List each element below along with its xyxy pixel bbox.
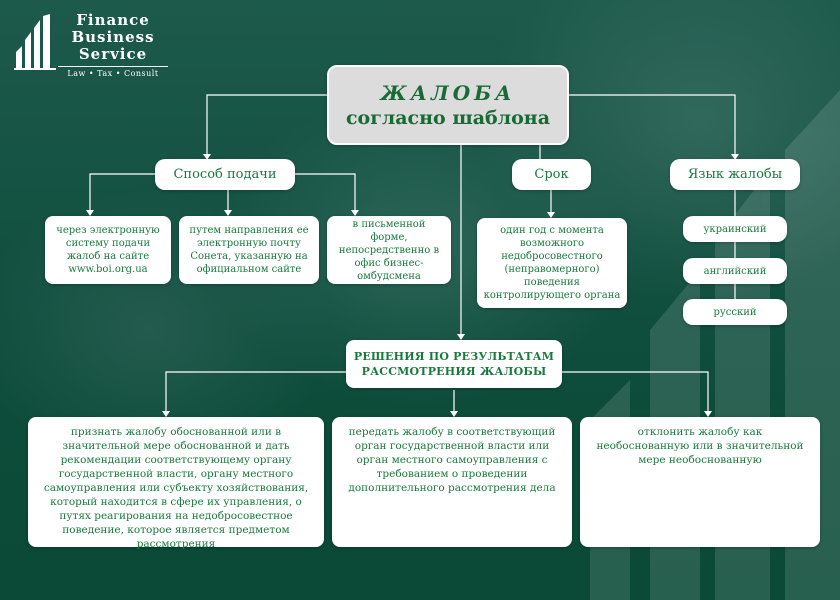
result-item-text: отклонить жалобу как необоснованную или … <box>596 426 804 466</box>
method-item-text: путем направления ее электронную почту С… <box>189 225 309 275</box>
term-text: один год с момента возможного недобросов… <box>483 225 621 301</box>
result-item-text: признать жалобу обоснованной или в значи… <box>43 426 309 550</box>
logo-line-1: Finance <box>76 11 150 29</box>
decisions-title-box: РЕШЕНИЯ ПО РЕЗУЛЬТАТАМ РАССМОТРЕНИЯ ЖАЛО… <box>346 340 562 388</box>
logo-line-2: Business <box>71 28 155 46</box>
decisions-title-line-2: РАССМОТРЕНИЯ ЖАЛОБЫ <box>361 365 547 378</box>
logo-line-3: Service <box>78 45 148 63</box>
logo-building-icon <box>14 14 56 70</box>
method-item: в письменной форме, непосредственно в оф… <box>327 216 451 284</box>
language-item-label: русский <box>713 306 757 318</box>
category-term-label: Срок <box>534 167 569 182</box>
method-item: через электронную систему подачи жалоб н… <box>45 216 171 284</box>
title-box: ЖАЛОБА согласно шаблона <box>327 65 569 145</box>
method-item-text: в письменной форме, непосредственно в оф… <box>338 218 440 282</box>
category-method: Способ подачи <box>155 159 295 190</box>
logo: Finance Business Service Law • Tax • Con… <box>14 12 168 82</box>
language-item: английский <box>683 258 787 284</box>
title-line-1: ЖАЛОБА <box>380 81 516 105</box>
logo-subtitle: Law • Tax • Consult <box>58 66 168 79</box>
term-text-box: один год с момента возможного недобросов… <box>477 218 627 308</box>
category-language-label: Язык жалобы <box>687 167 783 182</box>
language-item: русский <box>683 299 787 325</box>
method-item: путем направления ее электронную почту С… <box>179 216 319 284</box>
category-language: Язык жалобы <box>670 159 800 190</box>
title-line-2: согласно шаблона <box>345 107 551 129</box>
language-item: украинский <box>683 216 787 242</box>
language-item-label: украинский <box>703 223 767 235</box>
category-method-label: Способ подачи <box>173 167 277 182</box>
result-item: признать жалобу обоснованной или в значи… <box>28 417 324 550</box>
result-item-text: передать жалобу в соответствующий орган … <box>348 426 556 494</box>
result-item: передать жалобу в соответствующий орган … <box>332 417 572 547</box>
logo-text: Finance Business Service Law • Tax • Con… <box>58 12 168 79</box>
language-item-label: английский <box>703 265 767 277</box>
result-item: отклонить жалобу как необоснованную или … <box>580 417 820 547</box>
method-item-text: через электронную систему подачи жалоб н… <box>56 225 160 275</box>
category-term: Срок <box>512 159 591 190</box>
decisions-title-line-1: РЕШЕНИЯ ПО РЕЗУЛЬТАТАМ <box>353 350 555 363</box>
